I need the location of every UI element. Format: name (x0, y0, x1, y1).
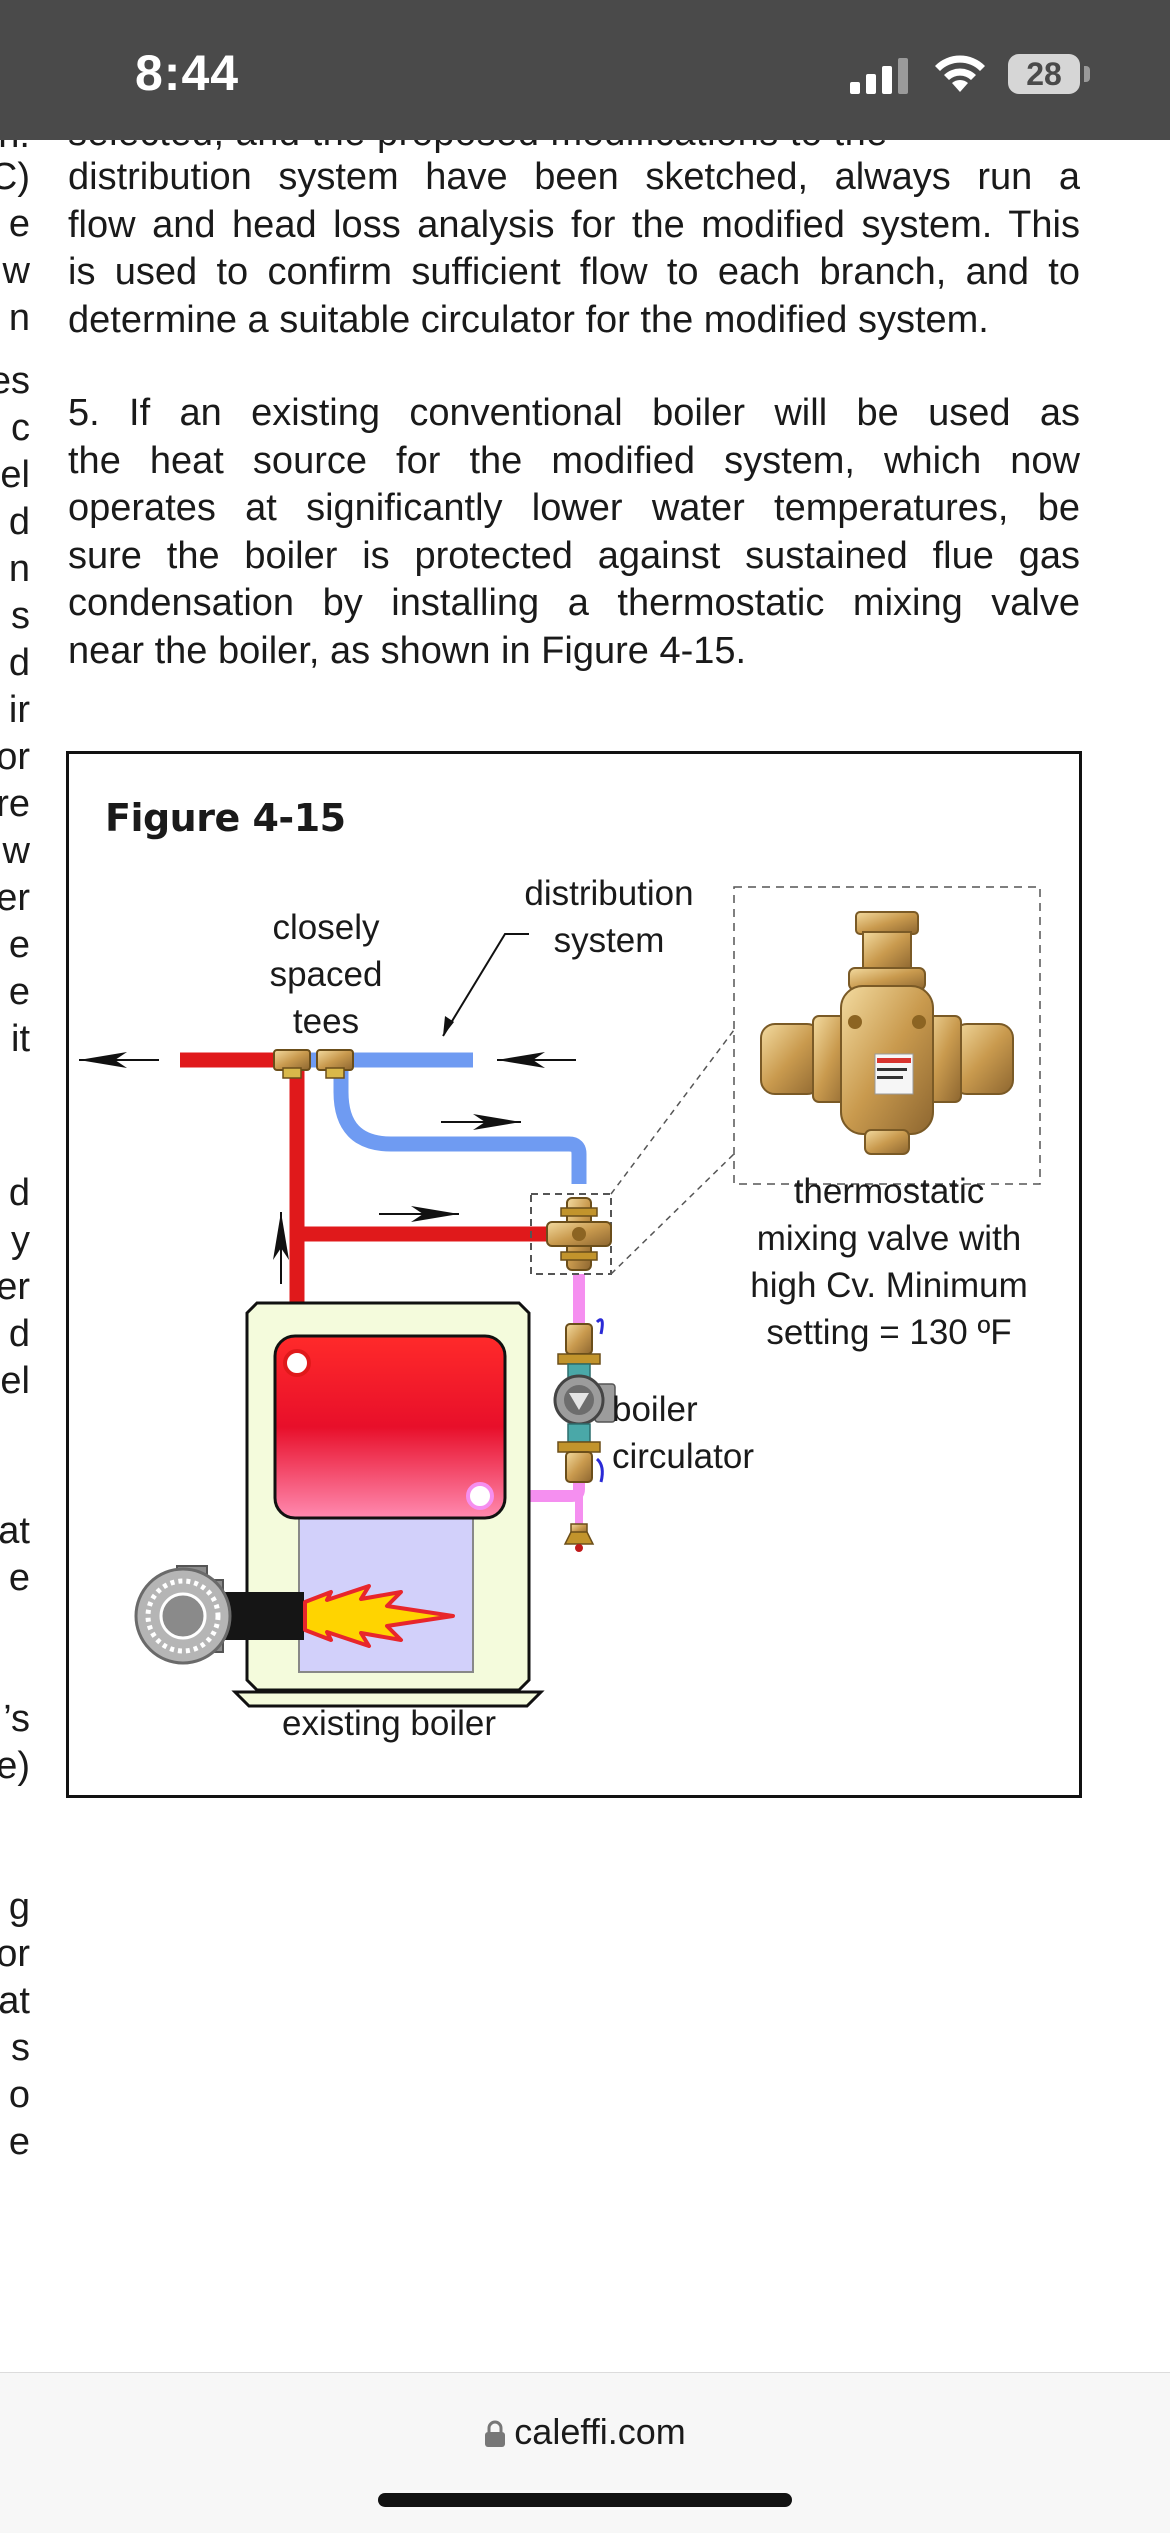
left-column-fragment: c (11, 407, 30, 449)
left-column-fragment: s (11, 2027, 30, 2069)
text-line: determine a suitable circulator for the … (68, 298, 989, 341)
left-column-fragment: y (11, 1219, 30, 1261)
left-column-fragment: s (11, 595, 30, 637)
status-time: 8:44 (135, 45, 240, 101)
left-column-fragment: o (8, 2074, 30, 2116)
combustion-chamber (298, 1508, 474, 1673)
left-column-fragment: d (8, 501, 30, 543)
left-column-fragment: es (0, 360, 30, 402)
boiler (134, 1301, 545, 1708)
status-bar: 8:44 28 (0, 0, 1170, 140)
tee-fitting (273, 1049, 311, 1071)
left-column-fragment: at (0, 1510, 30, 1552)
partially-hidden-line: selected, and the proposed modifications… (68, 140, 888, 155)
cellular-signal-icon (850, 58, 908, 94)
url-field[interactable]: caleffi.com (0, 2411, 1170, 2453)
burner-flame (303, 1584, 455, 1648)
left-column-fragment: g (8, 1886, 30, 1928)
left-column-fragment: d (8, 642, 30, 684)
left-column-fragment: e (8, 1557, 30, 1599)
battery-icon (1084, 66, 1090, 82)
left-column-fragment: e (8, 924, 30, 966)
left-column-fragment: C) (0, 156, 30, 198)
text-line: sure the boiler is protected against sus… (68, 534, 1080, 577)
left-column-fragment: ir (8, 689, 30, 731)
thermostatic-mixing-valve-photo (760, 911, 1014, 1155)
leader-line (442, 933, 529, 1037)
left-column-fragment: w (2, 830, 30, 872)
label-closely-spaced-tees: closely spaced tees (269, 908, 383, 1041)
lock-icon (485, 2421, 506, 2448)
label-thermostatic-mixing-valve: thermostatic mixing valve with high Cv. … (750, 1172, 1028, 1352)
article-page[interactable]: selected, and the proposed modifications… (0, 140, 1170, 2372)
paragraph-4: distribution system have been sketched, … (68, 154, 1080, 344)
left-column-fragment: e (8, 2121, 30, 2163)
circulator-pump (553, 1318, 616, 1483)
supply-port (283, 1349, 311, 1377)
browser-address-bar[interactable]: caleffi.com (0, 2372, 1170, 2533)
left-column-fragment: el (0, 454, 30, 496)
boiler-piping-diagram (79, 886, 1041, 1708)
left-column-fragment: e (8, 203, 30, 245)
left-column-fragment: e (8, 971, 30, 1013)
text-line: operates at significantly lower water te… (68, 487, 1080, 529)
left-column-fragment: n (8, 297, 30, 339)
battery-level: 28 (1008, 54, 1080, 94)
label-existing-boiler: existing boiler (282, 1704, 496, 1743)
left-column-fragment: or (0, 1933, 30, 1975)
mixing-valve-symbol (546, 1197, 612, 1271)
text-line: 5. If an existing conventional boiler wi… (68, 392, 1080, 434)
text-line: the heat source for the modified system,… (68, 439, 1080, 482)
text-line: condensation by installing a thermostati… (68, 582, 1080, 624)
callout-line (610, 1151, 737, 1275)
drain-valve (563, 1523, 595, 1552)
return-pipe-to-mixing-valve (333, 1064, 587, 1184)
label-distribution-system: distribution system (524, 874, 694, 960)
text-line: near the boiler, as shown in Figure 4-15… (68, 629, 747, 672)
left-column-fragment: er (0, 1266, 30, 1308)
left-column-fragment: re (0, 783, 30, 825)
callout-line (610, 1029, 735, 1195)
label-boiler-circulator: boiler circulator (612, 1390, 754, 1476)
text-line: distribution system have been sketched, … (68, 156, 1080, 198)
leader-arrowhead (443, 1016, 454, 1036)
left-column-fragment: it (11, 1018, 30, 1060)
left-column-fragment: or (0, 736, 30, 778)
left-column-fragment: n. (0, 140, 30, 160)
left-column-fragment: e) (0, 1745, 30, 1787)
figure-title: Figure 4-15 (105, 796, 346, 840)
left-column-fragment: at (0, 1980, 30, 2022)
boiler-heat-exchanger (273, 1334, 507, 1520)
return-port (466, 1482, 494, 1510)
left-column-fragment: w (2, 250, 30, 292)
left-column-fragment: er (0, 877, 30, 919)
left-column-fragment: d (8, 1172, 30, 1214)
text-line: flow and head loss analysis for the modi… (68, 203, 1080, 246)
burner-tube (219, 1592, 304, 1640)
home-indicator[interactable] (378, 2493, 792, 2507)
left-column-fragment: ’s (3, 1698, 30, 1740)
left-column-fragment: n (8, 548, 30, 590)
left-column-fragment: el (0, 1360, 30, 1402)
url-text: caleffi.com (514, 2411, 686, 2452)
figure-4-15: Figure 4-15 (66, 751, 1082, 1798)
paragraph-5: 5. If an existing conventional boiler wi… (68, 390, 1080, 675)
wifi-icon (935, 55, 985, 92)
tee-fitting (316, 1049, 354, 1071)
left-column-fragment: d (8, 1313, 30, 1355)
text-line: is used to confirm sufficient flow to ea… (68, 251, 1080, 293)
